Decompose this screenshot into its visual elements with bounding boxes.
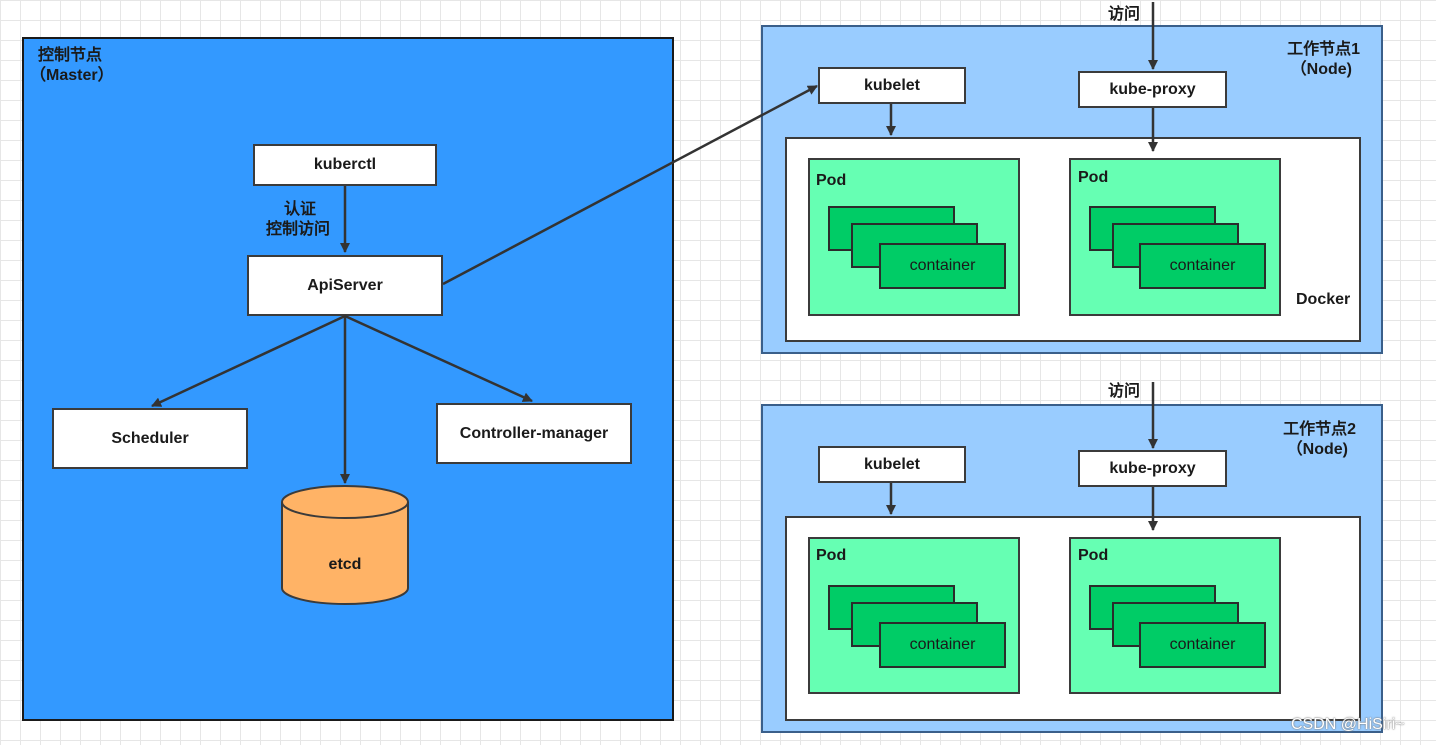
node-2-pod-2-label: Pod [1078, 547, 1109, 564]
node-1-pod-1-container: container [879, 243, 1006, 289]
node-1-kubelet-box: kubelet [818, 67, 966, 104]
etcd-cylinder [281, 485, 409, 605]
arrow-apiserver-kubelet [442, 84, 818, 286]
etcd-label: etcd [328, 556, 362, 573]
auth-label: 认证 [283, 201, 316, 218]
arrow-apiserver-scheduler [151, 314, 346, 408]
worker-node-2-subtitle: （Node) [1286, 441, 1348, 458]
node-2-access-label: 访问 [1108, 383, 1141, 400]
kuberctl-box: kuberctl [253, 144, 437, 186]
node-1-kube-proxy-box: kube-proxy [1078, 71, 1227, 108]
node-1-pod-2-container: container [1139, 243, 1266, 289]
watermark: CSDN @HiSiri~ [1291, 716, 1405, 733]
master-title: 控制节点 [38, 47, 103, 64]
access-control-label: 控制访问 [265, 221, 330, 238]
node-2-pod-2-container: container [1139, 622, 1266, 668]
worker-node-1-subtitle: （Node) [1290, 61, 1352, 78]
node-2-pod-1-container: container [879, 622, 1006, 668]
controller-manager-box: Controller-manager [436, 403, 632, 464]
worker-node-2-title: 工作节点2 [1283, 421, 1356, 438]
node-1-pod-1-label: Pod [816, 172, 847, 189]
apiserver-box: ApiServer [247, 255, 443, 316]
worker-node-1-title: 工作节点1 [1287, 41, 1360, 58]
node-1-access-label: 访问 [1108, 6, 1141, 23]
node-2-pod-1-label: Pod [816, 547, 847, 564]
arrow-apiserver-controller [344, 314, 533, 403]
node-2-kubelet-box: kubelet [818, 446, 966, 483]
node-2-kube-proxy-box: kube-proxy [1078, 450, 1227, 487]
scheduler-box: Scheduler [52, 408, 248, 469]
docker-label: Docker [1296, 291, 1351, 308]
node-1-pod-2-label: Pod [1078, 169, 1109, 186]
master-subtitle: （Master） [30, 67, 114, 84]
